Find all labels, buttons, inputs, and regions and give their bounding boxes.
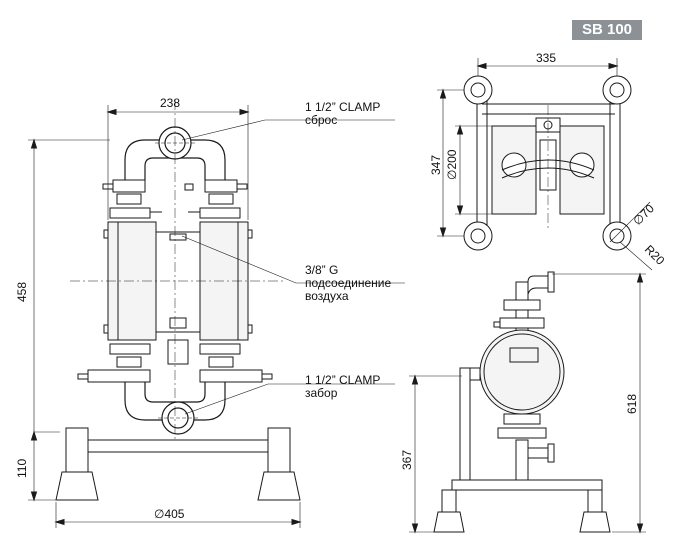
top-frame	[476, 95, 621, 225]
front-lower-clamps	[77, 339, 273, 383]
top-width-dimension: 335	[476, 51, 619, 76]
top-width-label: 335	[536, 51, 556, 65]
outlet-callout-size: 1 1/2” CLAMP	[305, 100, 381, 114]
top-depth-dimension: 347	[429, 88, 464, 238]
top-radius-label: R20	[642, 242, 668, 268]
front-width-dimension: 238	[106, 96, 250, 220]
side-outlet-pipe	[493, 271, 555, 341]
front-height-label: 458	[15, 282, 29, 302]
front-base-diameter-label: ∅405	[154, 507, 185, 521]
front-base-height-dimension: 110	[15, 430, 60, 478]
inlet-callout: 1 1/2” CLAMP забор	[305, 374, 380, 400]
side-lower-pipe	[497, 413, 555, 483]
outlet-leader-line	[181, 119, 395, 141]
top-view: 335 347 ∅200 ∅70 R20	[429, 51, 668, 271]
front-upper-clamps	[102, 179, 248, 219]
top-hole-label: ∅70	[630, 201, 657, 228]
front-base-height-label: 110	[15, 459, 29, 478]
inlet-callout-size: 1 1/2” CLAMP	[305, 373, 381, 387]
air-callout-size: 3/8” G	[305, 263, 339, 277]
top-depth-label: 347	[429, 155, 443, 175]
side-height-label: 618	[625, 394, 639, 414]
inlet-callout-text: забор	[305, 386, 338, 400]
outlet-callout-text: сброс	[305, 113, 338, 127]
side-pump-housing	[469, 329, 565, 415]
air-leader-line	[181, 235, 405, 284]
front-view: 238 458 110 ∅405	[15, 96, 405, 528]
front-stand	[55, 427, 301, 501]
inlet-leader-line	[184, 383, 395, 415]
top-pump-body	[491, 105, 605, 230]
side-view: 618 367	[400, 271, 646, 534]
outlet-callout: 1 1/2” CLAMP сброс	[305, 101, 380, 127]
air-callout-text2: воздуха	[305, 289, 349, 303]
front-width-label: 238	[160, 96, 180, 110]
front-base-diameter-dimension: ∅405	[54, 502, 302, 528]
model-badge: SB 100	[572, 20, 642, 40]
side-height-dimension: 618	[552, 272, 646, 534]
top-bolt-circle-label: ∅200	[445, 149, 459, 180]
air-callout: 3/8” G подсоединение воздуха	[305, 264, 391, 303]
top-feet	[463, 75, 632, 251]
top-bolt-circle-dimension: ∅200	[445, 124, 492, 216]
air-callout-text1: подсоединение	[305, 276, 392, 290]
side-inlet-height-dimension: 367	[400, 374, 462, 534]
side-inlet-height-label: 367	[400, 450, 414, 470]
side-stand	[433, 367, 611, 533]
front-height-dimension: 458	[15, 138, 110, 502]
